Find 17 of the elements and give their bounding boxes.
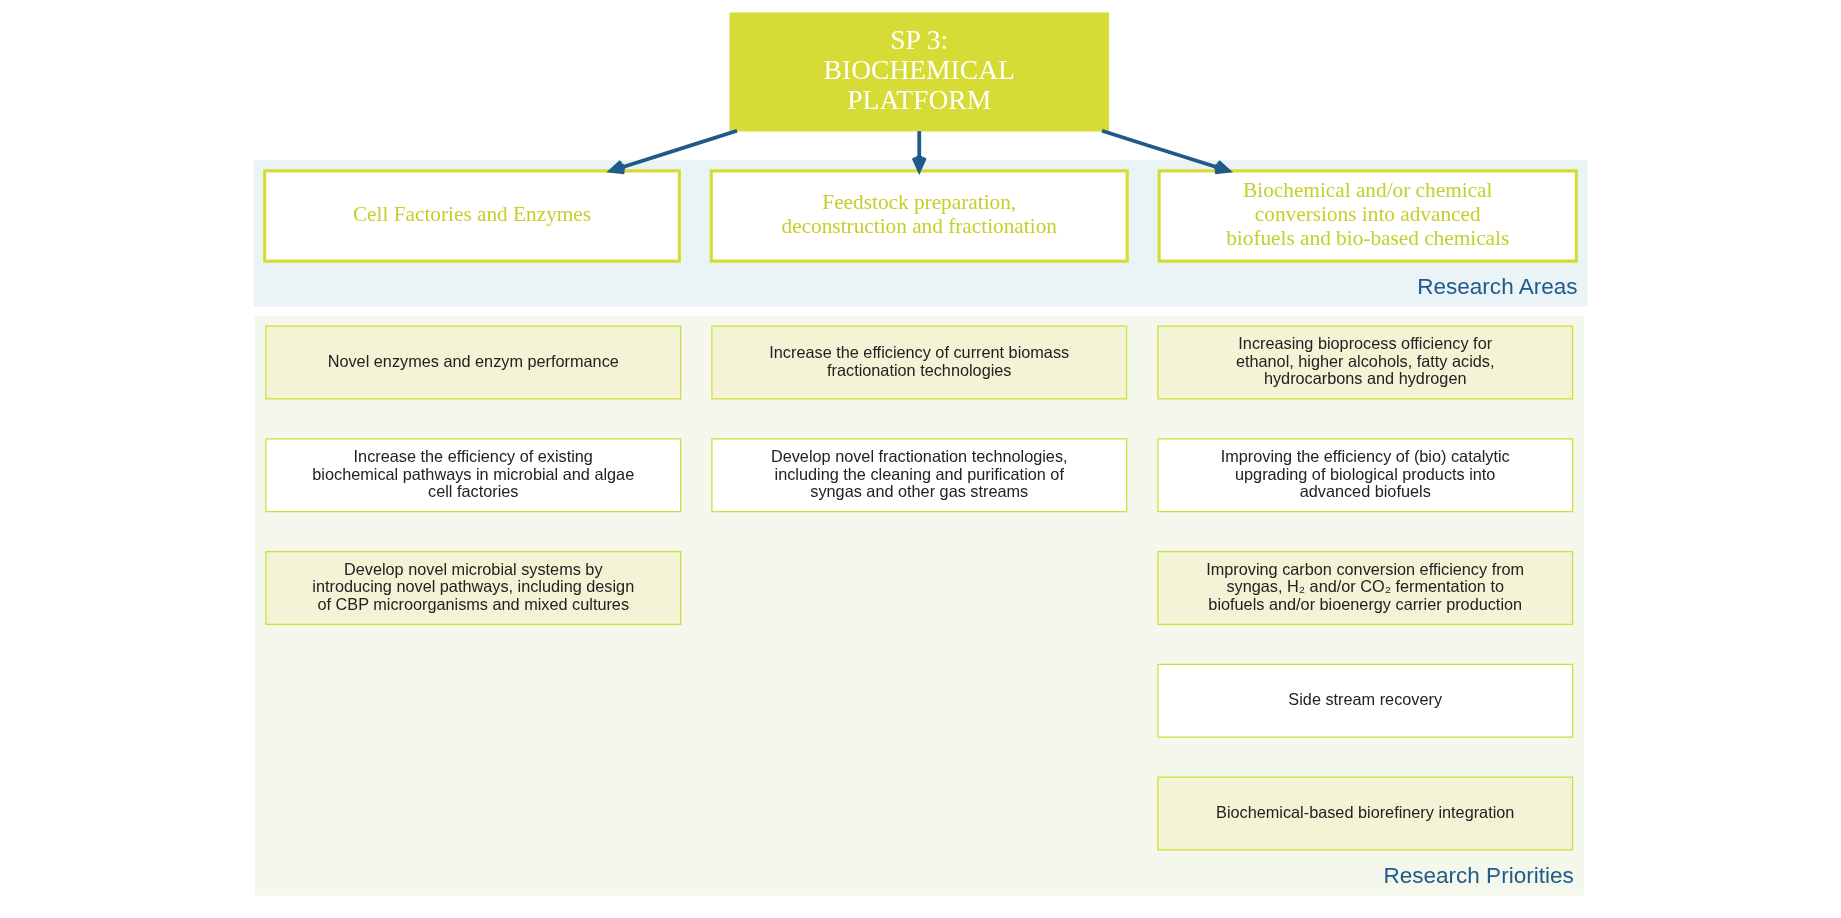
node-box: Cell Factories and Enzymes [263, 169, 681, 263]
node-box: Increasing bioprocess officiency for ethanol, higher alcohols, fatty acids, hydrocarbons and hydrogen [1157, 325, 1574, 400]
node-box: Side stream recovery [1157, 663, 1574, 738]
node-box: SP 3: BIOCHEMICAL PLATFORM [729, 12, 1110, 132]
node-box: Develop novel microbial systems by introducing novel pathways, including design of CBP microorganisms and mixed cultures [265, 551, 682, 625]
arrow [1101, 129, 1231, 175]
node-box: Increase the efficiency of existing biochemical pathways in microbial and algae cell factories [265, 438, 682, 513]
node-box: Increase the efficiency of current biomass fractionation technologies [711, 325, 1128, 400]
node-box: Biochemical and/or chemical conversions into advanced biofuels and bio-based chemicals [1157, 169, 1578, 263]
arrow [911, 131, 927, 173]
arrow [608, 129, 738, 175]
node-box: Improving the efficiency of (bio) catalytic upgrading of biological products into advanced biofuels [1157, 438, 1574, 513]
node-box: Biochemical-based biorefinery integration [1157, 776, 1574, 851]
node-box: Feedstock preparation, deconstruction and fractionation [709, 169, 1129, 263]
node-box: Improving carbon conversion efficiency from syngas, H₂ and/or CO₂ fermentation to biofuels and/or bioenergy carrier production [1157, 551, 1574, 625]
node-box: Develop novel fractionation technologies, including the cleaning and purification of syngas and other gas streams [711, 438, 1128, 513]
node-box: Novel enzymes and enzym performance [265, 325, 682, 400]
